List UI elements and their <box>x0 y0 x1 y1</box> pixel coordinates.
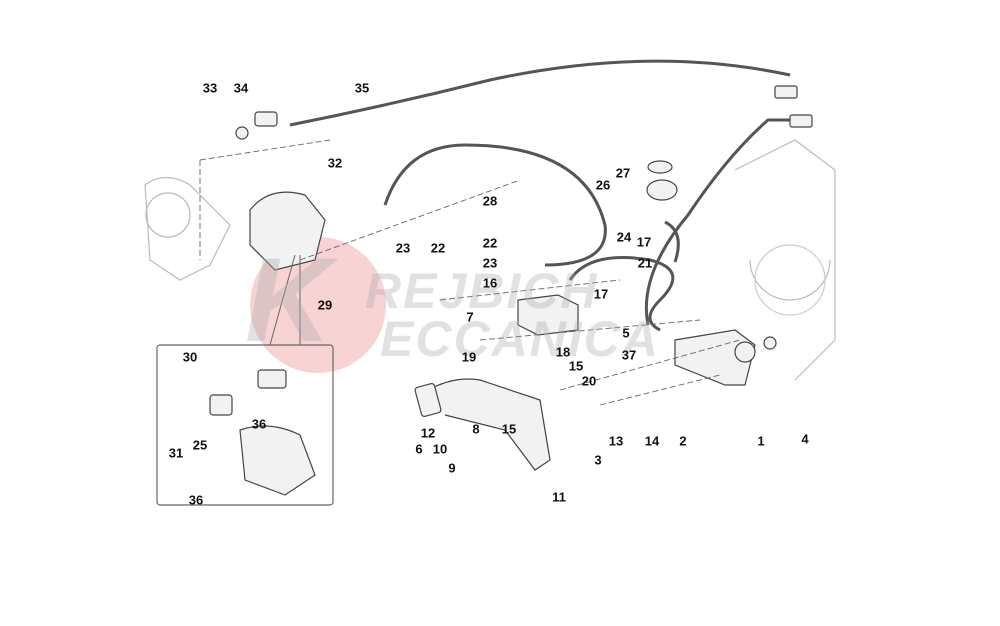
callout-label: 23 <box>482 255 498 271</box>
callout-label: 35 <box>354 80 370 96</box>
pedal-bracket <box>674 329 756 386</box>
watermark-logo <box>250 237 386 373</box>
hoses <box>289 59 798 332</box>
callout-label: 36 <box>188 492 204 508</box>
callout-label: 10 <box>432 441 448 457</box>
reservoir <box>646 179 678 201</box>
frame-outlines <box>144 139 836 381</box>
callout-label: 36 <box>251 416 267 432</box>
callout-label: 17 <box>593 286 609 302</box>
callout-label: 25 <box>192 437 208 453</box>
callout-label: 32 <box>327 155 343 171</box>
callout-label: 8 <box>472 421 480 437</box>
callout-label: 12 <box>420 425 436 441</box>
callout-label: 4 <box>801 431 809 447</box>
components <box>209 85 813 496</box>
callout-label: 7 <box>466 309 474 325</box>
callout-label: 33 <box>202 80 218 96</box>
callout-label: 13 <box>608 433 624 449</box>
callout-label: 24 <box>616 229 632 245</box>
callout-label: 20 <box>581 373 597 389</box>
callout-label: 21 <box>637 255 653 271</box>
callout-label: 23 <box>395 240 411 256</box>
watermark-line1: REJBICH <box>365 263 599 319</box>
brake-pad <box>257 369 287 389</box>
callout-label: 11 <box>552 489 566 505</box>
callout-label: 31 <box>168 445 184 461</box>
callout-label: 15 <box>568 358 584 374</box>
watermark-line2: ECCANICA <box>380 311 660 367</box>
callout-label: 3 <box>594 452 602 468</box>
callout-label: 26 <box>595 177 611 193</box>
callout-label: 29 <box>317 297 333 313</box>
callout-label: 14 <box>644 433 660 449</box>
callout-label: 16 <box>482 275 498 291</box>
callout-label: 37 <box>621 347 637 363</box>
leader-lines <box>199 139 741 406</box>
callout-label: 22 <box>430 240 446 256</box>
callout-label: 15 <box>501 421 517 437</box>
callout-label: 17 <box>636 234 652 250</box>
callout-label: 30 <box>182 349 198 365</box>
watermark-initial: K <box>245 233 334 367</box>
callout-label: 27 <box>615 165 631 181</box>
callout-label: 28 <box>482 193 498 209</box>
callout-label: 2 <box>679 433 687 449</box>
callout-label: 22 <box>482 235 498 251</box>
callout-label: 18 <box>555 344 571 360</box>
inset-box <box>156 344 334 506</box>
brake-caliper <box>249 191 326 271</box>
callout-label: 6 <box>415 441 423 457</box>
callout-label: 9 <box>448 460 456 476</box>
callout-label: 19 <box>461 349 477 365</box>
callout-label: 34 <box>233 80 249 96</box>
callout-label: 5 <box>622 325 630 341</box>
callout-label: 1 <box>757 433 765 449</box>
master-cylinder <box>517 294 579 336</box>
